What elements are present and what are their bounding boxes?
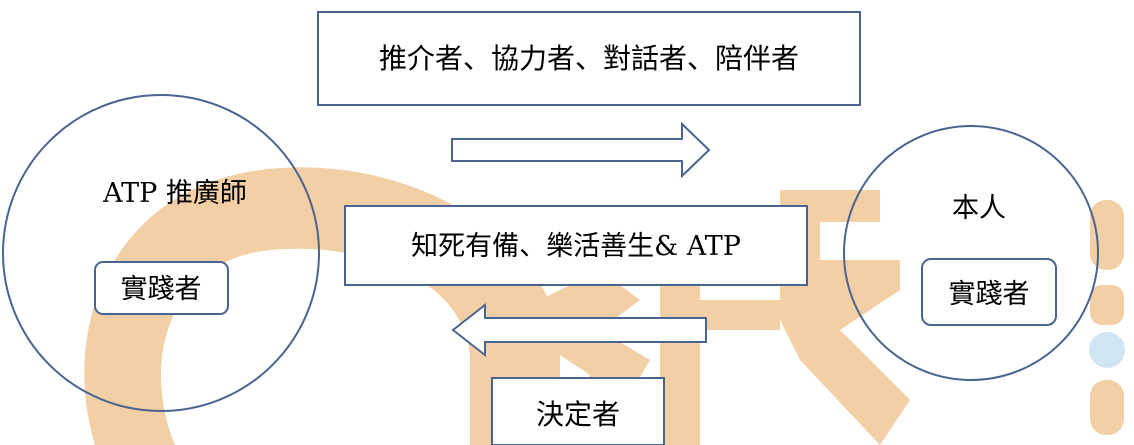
watermark-glyph-right [780,190,910,445]
arrow-left-icon [451,302,707,358]
middle-box [344,205,808,286]
watermark-heart-accent [1089,332,1125,368]
middle-box-label: 知死有備、樂活善生& ATP [411,231,741,262]
bottom-box [491,377,665,445]
left-circle-title: ATP 推廣師 [102,178,247,209]
watermark-letter-c [1090,380,1124,435]
right-inner-box [921,258,1057,326]
top-box [317,11,861,106]
right-circle-title: 本人 [952,193,1006,224]
arrow-right-icon [451,121,711,179]
watermark-letter-u [1090,285,1124,325]
left-inner-label: 實踐者 [121,274,202,305]
left-circle [2,94,320,412]
left-inner-box [94,261,229,315]
bottom-box-label: 決定者 [536,398,620,431]
top-box-label: 推介者、協力者、對話者、陪伴者 [379,42,799,75]
right-circle [843,125,1099,381]
right-inner-label: 實踐者 [949,279,1030,310]
